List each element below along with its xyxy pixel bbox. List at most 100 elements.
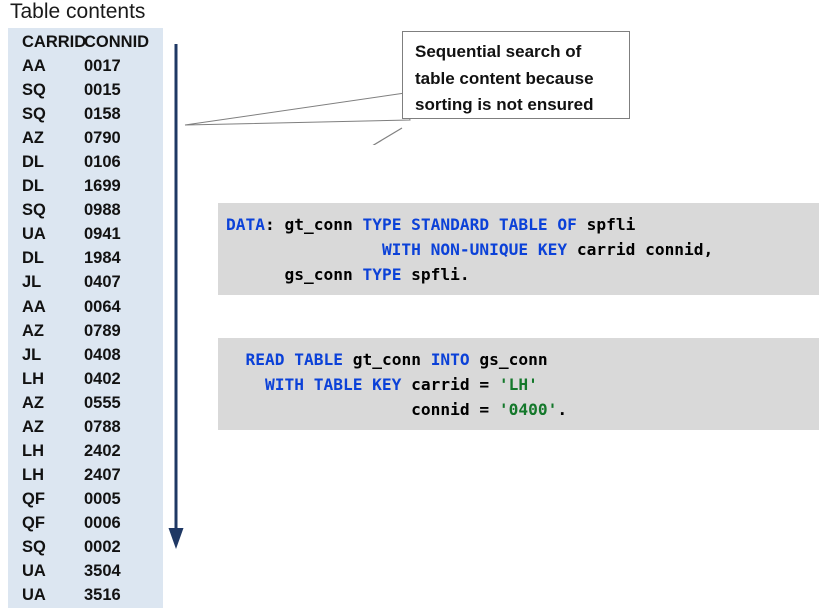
cell-connid: 0006 bbox=[84, 513, 121, 532]
table-row: SQ 0988 bbox=[8, 198, 163, 222]
cell-connid: 0402 bbox=[84, 369, 121, 388]
cell-carrid: UA bbox=[22, 586, 46, 605]
code-line: WITH TABLE KEY carrid = 'LH' bbox=[218, 372, 819, 397]
cell-carrid: SQ bbox=[22, 81, 46, 100]
cell-carrid: SQ bbox=[22, 105, 46, 124]
cell-carrid: AZ bbox=[22, 129, 44, 148]
cell-connid: 0988 bbox=[84, 201, 121, 220]
cell-carrid: SQ bbox=[22, 538, 46, 556]
cell-carrid: AZ bbox=[22, 321, 44, 340]
cell-connid: 0788 bbox=[84, 417, 121, 436]
cell-carrid: LH bbox=[22, 369, 44, 388]
cell-connid: 0017 bbox=[84, 57, 121, 75]
sequential-scan-arrow-icon bbox=[168, 44, 184, 549]
cell-connid: 0015 bbox=[84, 81, 121, 100]
code-literal: '0400' bbox=[498, 400, 558, 419]
code-text bbox=[226, 375, 265, 394]
code-keyword: TYPE STANDARD TABLE OF bbox=[362, 215, 577, 234]
code-text: gs_conn bbox=[469, 350, 548, 369]
cell-carrid: QF bbox=[22, 513, 45, 532]
table-row: UA 3504 bbox=[8, 559, 163, 583]
code-block-declaration: DATA: gt_conn TYPE STANDARD TABLE OF spf… bbox=[218, 203, 819, 295]
code-literal: 'LH' bbox=[498, 375, 538, 394]
table-row: AZ 0789 bbox=[8, 319, 163, 343]
cell-connid: 0106 bbox=[84, 153, 121, 172]
code-line: gs_conn TYPE spfli. bbox=[218, 262, 819, 287]
code-text: gs_conn bbox=[226, 265, 363, 284]
code-text: gt_conn bbox=[342, 350, 431, 369]
code-text: carrid connid, bbox=[567, 240, 714, 259]
cell-carrid: AZ bbox=[22, 393, 44, 412]
table-row: AZ 0788 bbox=[8, 415, 163, 439]
code-keyword: DATA bbox=[226, 215, 265, 234]
cell-connid: 0158 bbox=[84, 105, 121, 124]
code-text bbox=[226, 350, 246, 369]
code-line: DATA: gt_conn TYPE STANDARD TABLE OF spf… bbox=[218, 212, 819, 237]
table-row: AZ 0790 bbox=[8, 126, 163, 150]
cell-connid: 3504 bbox=[84, 562, 121, 581]
code-keyword: TYPE bbox=[362, 265, 402, 284]
cell-connid: 2402 bbox=[84, 441, 121, 460]
cell-carrid: LH bbox=[22, 465, 44, 484]
table-row: UA 3516 bbox=[8, 583, 163, 607]
code-line: WITH NON-UNIQUE KEY carrid connid, bbox=[218, 237, 819, 262]
cell-connid: 0555 bbox=[84, 393, 121, 412]
code-text bbox=[226, 240, 382, 259]
cell-connid: 0407 bbox=[84, 273, 121, 292]
cell-carrid: DL bbox=[22, 153, 44, 172]
column-header-connid: CONNID bbox=[84, 33, 150, 51]
cell-carrid: DL bbox=[22, 177, 44, 196]
code-text: : gt_conn bbox=[264, 215, 363, 234]
table-row: SQ 0015 bbox=[8, 78, 163, 102]
table-row: LH 2407 bbox=[8, 463, 163, 487]
cell-carrid: SQ bbox=[22, 201, 46, 220]
table-row: UA 0941 bbox=[8, 222, 163, 246]
code-text: spfli bbox=[576, 215, 636, 234]
table-row: QF 0006 bbox=[8, 511, 163, 535]
cell-carrid: JL bbox=[22, 345, 42, 364]
code-keyword: READ TABLE bbox=[245, 350, 343, 369]
table-row: DL 0106 bbox=[8, 150, 163, 174]
code-keyword: WITH TABLE KEY bbox=[264, 375, 402, 394]
table-row: SQ 0002 bbox=[8, 535, 163, 559]
callout-line-2: table content because bbox=[415, 68, 594, 88]
cell-connid: 0408 bbox=[84, 345, 121, 364]
callout-tail bbox=[184, 92, 411, 126]
table-row: LH 0402 bbox=[8, 367, 163, 391]
code-line: connid = '0400'. bbox=[218, 397, 819, 422]
column-header-carrid: CARRID bbox=[22, 33, 87, 51]
cell-connid: 1984 bbox=[84, 249, 121, 268]
cell-carrid: AZ bbox=[22, 417, 44, 436]
code-text: connid = bbox=[226, 400, 499, 419]
cell-connid: 2407 bbox=[84, 465, 121, 484]
table-row: AZ 0555 bbox=[8, 391, 163, 415]
cell-connid: 0790 bbox=[84, 129, 121, 148]
code-keyword: WITH NON-UNIQUE KEY bbox=[381, 240, 568, 259]
cell-carrid: UA bbox=[22, 562, 46, 581]
code-line: READ TABLE gt_conn INTO gs_conn bbox=[218, 347, 819, 372]
table-row: JL 0408 bbox=[8, 343, 163, 367]
cell-connid: 0941 bbox=[84, 225, 121, 244]
cell-carrid: AA bbox=[22, 57, 46, 75]
callout-box: Sequential search of table content becau… bbox=[402, 31, 630, 119]
cell-carrid: LH bbox=[22, 441, 44, 460]
code-block-read-table: READ TABLE gt_conn INTO gs_conn WITH TAB… bbox=[218, 338, 819, 430]
cell-connid: 0002 bbox=[84, 538, 121, 556]
table-row: JL 0407 bbox=[8, 270, 163, 294]
cell-connid: 3516 bbox=[84, 586, 121, 605]
table-row: DL 1984 bbox=[8, 246, 163, 270]
cell-connid: 0005 bbox=[84, 489, 121, 508]
callout-line-3: sorting is not ensured bbox=[415, 95, 594, 114]
page-title: Table contents bbox=[10, 0, 146, 23]
cell-carrid: UA bbox=[22, 225, 46, 244]
cell-carrid: AA bbox=[22, 297, 46, 316]
cell-carrid: JL bbox=[22, 273, 42, 292]
cell-connid: 0789 bbox=[84, 321, 121, 340]
table-row: SQ 0158 bbox=[8, 102, 163, 126]
cell-connid: 0064 bbox=[84, 297, 121, 316]
cell-carrid: DL bbox=[22, 249, 44, 268]
table-header-row: CARRID CONNID bbox=[8, 30, 163, 54]
